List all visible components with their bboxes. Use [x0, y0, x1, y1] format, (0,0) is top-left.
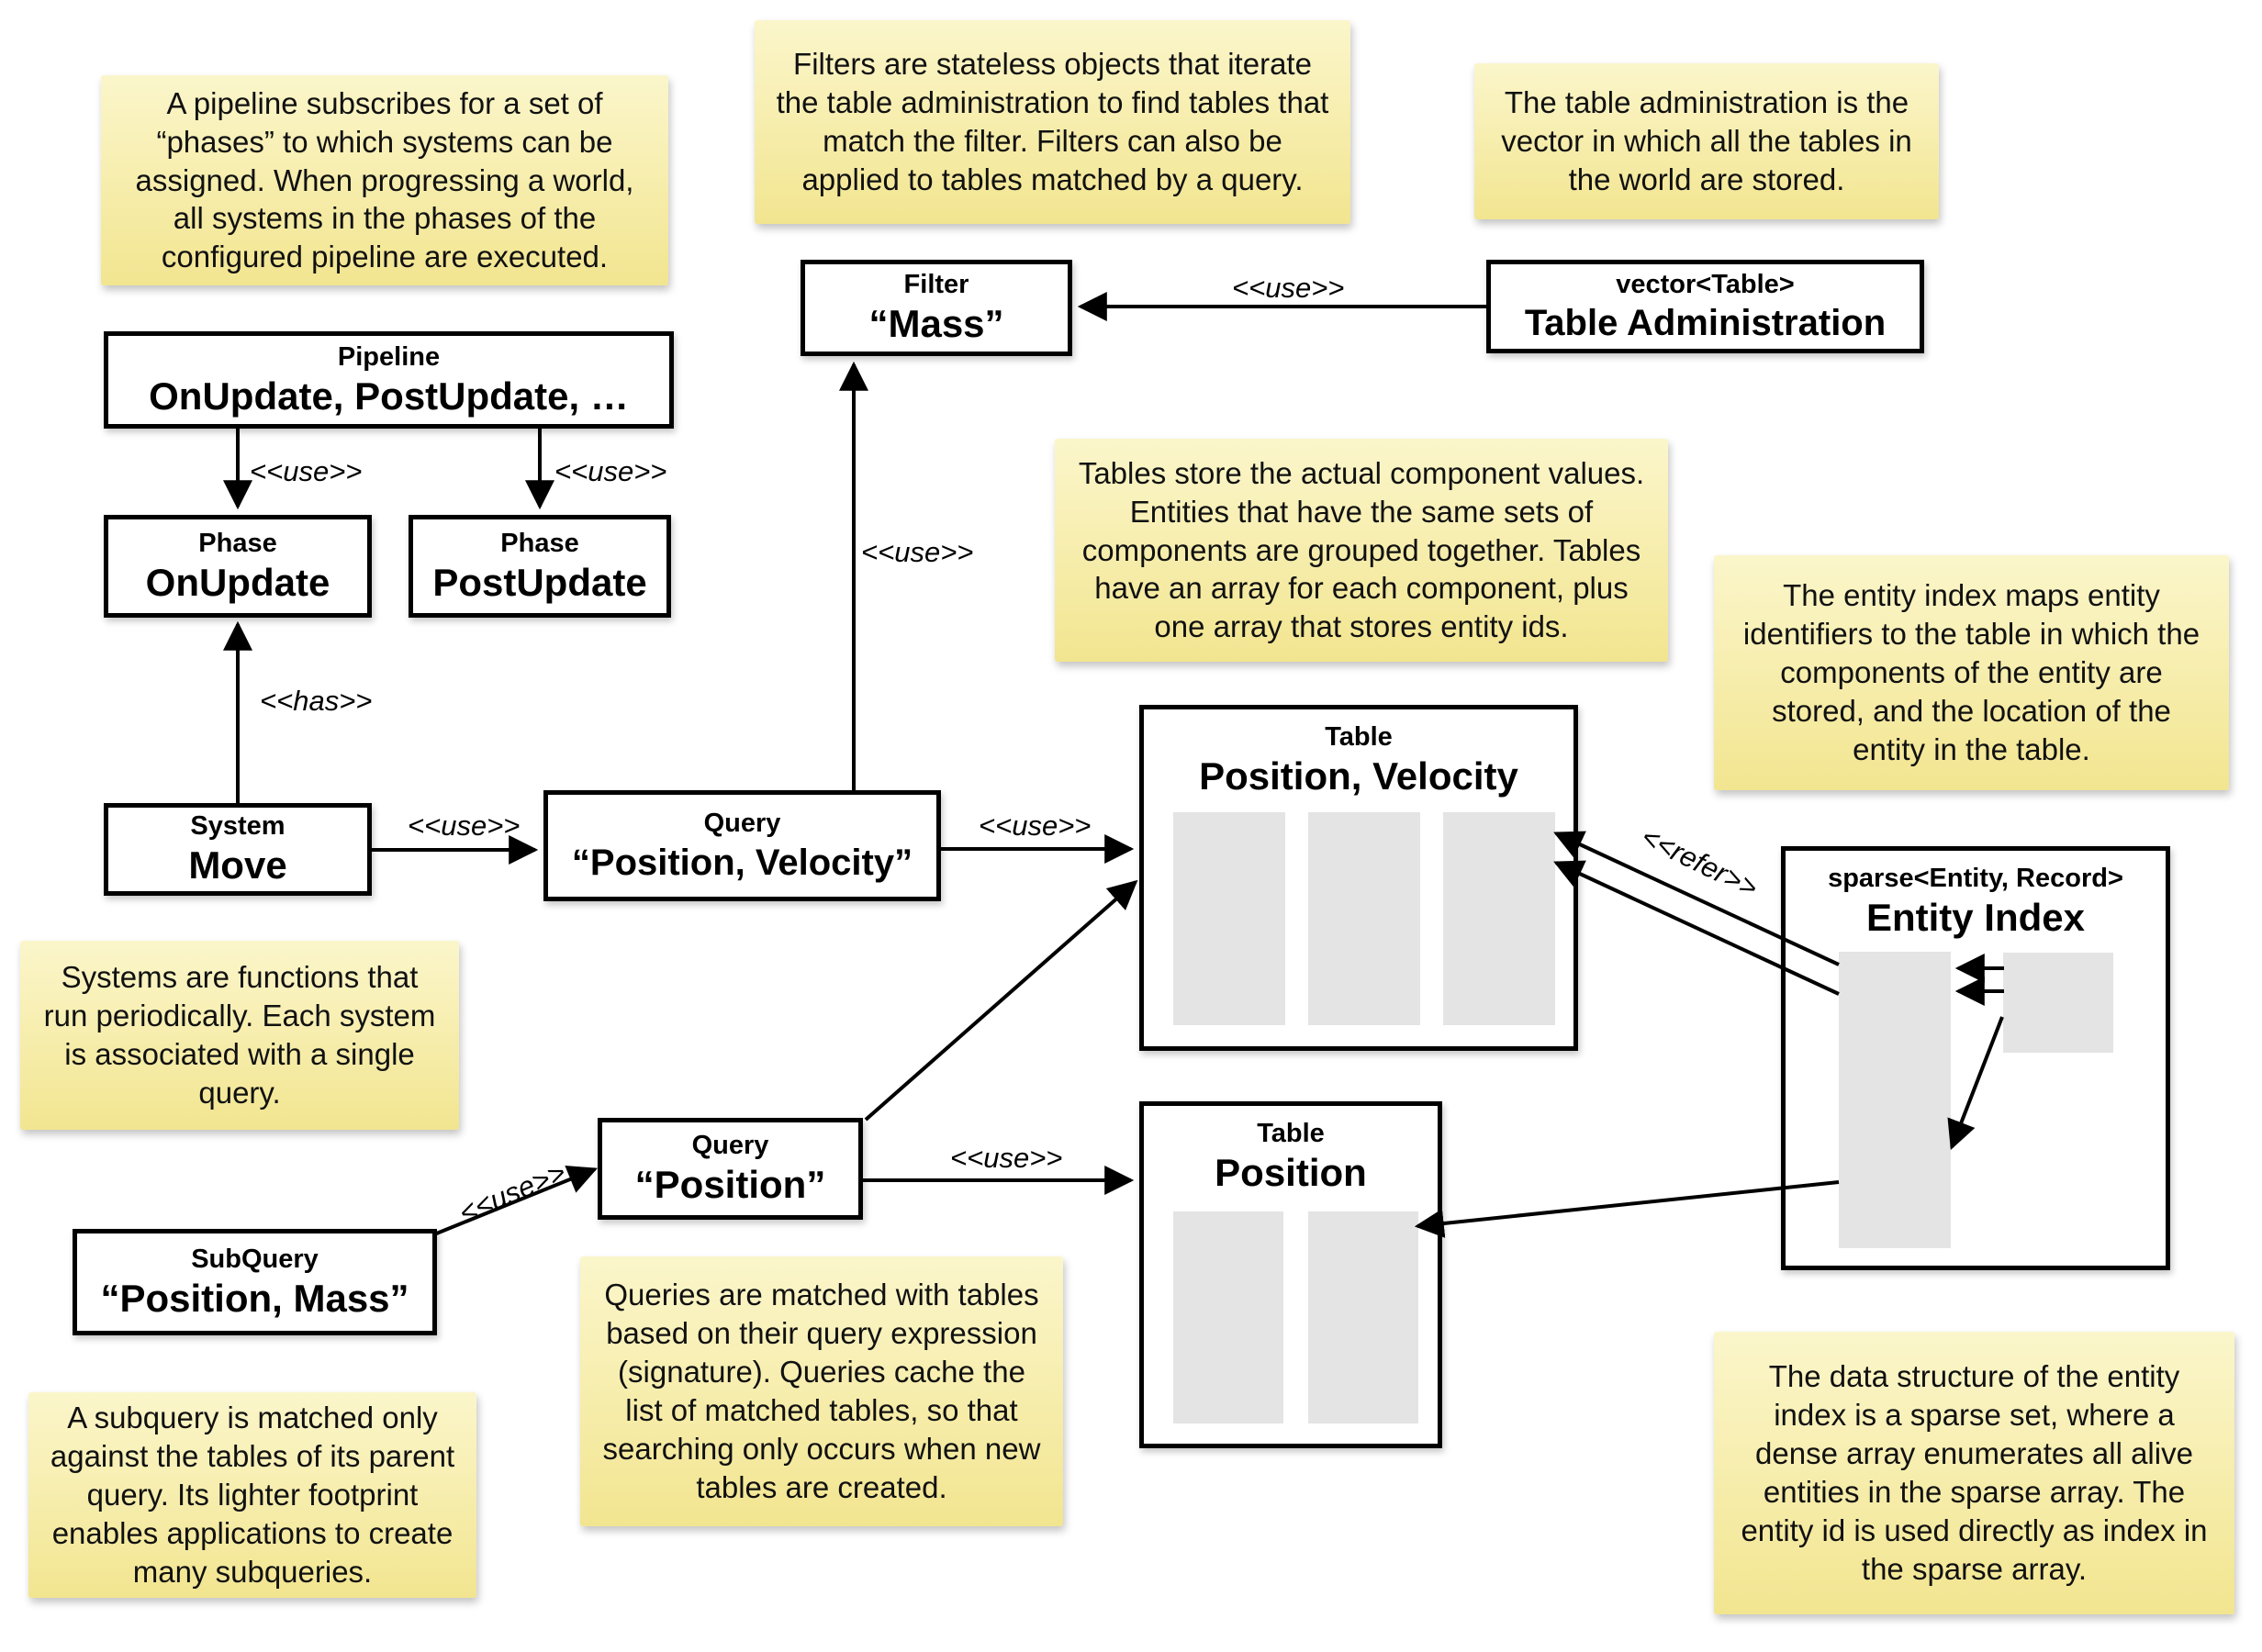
edge-label-use: <<use>> [454, 1155, 571, 1230]
node-name: Table Administration [1524, 303, 1887, 344]
component-array [1173, 1211, 1283, 1423]
node-query-position: Query “Position” [598, 1118, 863, 1220]
node-table-position-velocity: Table Position, Velocity [1139, 705, 1578, 1051]
node-name: OnUpdate [145, 560, 330, 604]
node-stereotype: vector<Table> [1616, 269, 1795, 299]
note-text: A pipeline subscribes for a set of “phas… [135, 85, 634, 274]
note-text: The entity index maps entity identifiers… [1742, 578, 2200, 766]
note-text: Tables store the actual component values… [1078, 455, 1645, 644]
node-stereotype: Table [1325, 722, 1393, 752]
node-name: Position [1215, 1151, 1367, 1195]
edge-label-use: <<use>> [979, 809, 1092, 842]
note-tables: Tables store the actual component values… [1055, 439, 1668, 662]
node-table-position: Table Position [1139, 1101, 1442, 1448]
node-table-administration: vector<Table> Table Administration [1486, 260, 1924, 353]
node-subquery-position-mass: SubQuery “Position, Mass” [73, 1229, 437, 1335]
node-name: Move [188, 843, 287, 887]
edge-label-refer: <<refer>> [1636, 820, 1764, 905]
node-name: “Mass” [868, 302, 1004, 346]
node-stereotype: SubQuery [191, 1244, 319, 1274]
node-stereotype: Query [703, 809, 781, 839]
component-array [1443, 812, 1555, 1025]
node-query-position-velocity: Query “Position, Velocity” [543, 790, 941, 901]
note-subquery: A subquery is matched only against the t… [28, 1392, 476, 1598]
edge-label-use: <<use>> [1232, 272, 1345, 304]
note-table-administration: The table administration is the vector i… [1474, 63, 1939, 219]
edge-entity-index-to-table-position [1414, 1180, 1840, 1238]
node-name: “Position, Velocity” [571, 842, 913, 883]
sparse-array [1839, 952, 1951, 1248]
node-stereotype: System [190, 811, 286, 842]
node-phase-onupdate: Phase OnUpdate [104, 515, 372, 618]
node-stereotype: Phase [500, 528, 579, 558]
node-stereotype: sparse<Entity, Record> [1828, 864, 2123, 893]
node-stereotype: Pipeline [337, 341, 441, 372]
note-text: Systems are functions that run periodica… [43, 960, 436, 1110]
note-filters: Filters are stateless objects that itera… [755, 20, 1350, 224]
note-text: The table administration is the vector i… [1501, 85, 1912, 196]
component-array [1308, 1211, 1418, 1423]
note-text: The data structure of the entity index i… [1741, 1359, 2208, 1586]
node-name: Position, Velocity [1199, 754, 1518, 798]
node-system-move: System Move [104, 803, 372, 896]
edge-label-use: <<use>> [950, 1142, 1063, 1174]
note-systems: Systems are functions that run periodica… [20, 941, 459, 1130]
edge-label-has: <<has>> [260, 685, 373, 717]
node-name: OnUpdate, PostUpdate, … [149, 374, 629, 418]
node-stereotype: Filter [903, 270, 969, 300]
edge-query-position-to-table-position-velocity [864, 879, 1138, 1122]
note-text: Filters are stateless objects that itera… [776, 47, 1329, 196]
node-name: Entity Index [1865, 896, 2086, 940]
node-filter-mass: Filter “Mass” [801, 260, 1072, 356]
note-pipeline: A pipeline subscribes for a set of “phas… [101, 75, 668, 285]
node-pipeline: Pipeline OnUpdate, PostUpdate, … [104, 331, 674, 429]
node-name: “Position, Mass” [100, 1276, 409, 1320]
edge-label-use: <<use>> [861, 536, 974, 568]
node-stereotype: Phase [198, 528, 277, 558]
note-sparse-set: The data structure of the entity index i… [1714, 1332, 2234, 1614]
component-array [1308, 812, 1420, 1025]
node-phase-postupdate: Phase PostUpdate [409, 515, 671, 618]
note-text: A subquery is matched only against the t… [50, 1401, 455, 1589]
edge-label-use: <<use>> [554, 455, 667, 487]
node-name: “Position” [634, 1163, 826, 1207]
node-stereotype: Query [691, 1131, 769, 1161]
edge-label-use: <<use>> [250, 455, 363, 487]
edge-label-use: <<use>> [408, 809, 521, 842]
dense-array [2003, 953, 2113, 1053]
node-stereotype: Table [1257, 1119, 1325, 1148]
node-name: PostUpdate [432, 560, 647, 604]
component-array [1173, 812, 1285, 1025]
note-entity-index: The entity index maps entity identifiers… [1714, 555, 2229, 790]
note-queries: Queries are matched with tables based on… [580, 1256, 1063, 1526]
note-text: Queries are matched with tables based on… [602, 1278, 1041, 1504]
node-entity-index: sparse<Entity, Record> Entity Index [1781, 846, 2170, 1270]
